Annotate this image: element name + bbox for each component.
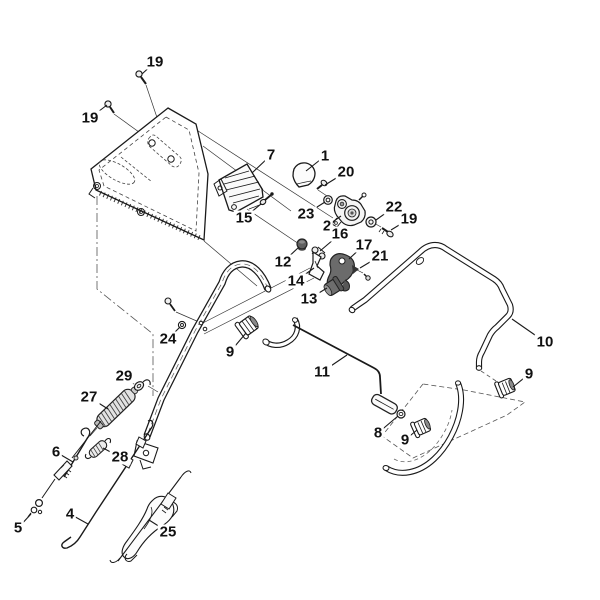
part-label-28: 28 xyxy=(109,448,131,466)
part-label-23: 23 xyxy=(295,205,317,223)
part-label-5: 5 xyxy=(11,519,25,537)
bail-end-cap xyxy=(348,306,356,314)
part-label-10: 10 xyxy=(534,333,556,351)
dash-dot-axis xyxy=(96,196,154,396)
part-label-17: 17 xyxy=(353,236,375,254)
part-label-19: 19 xyxy=(398,210,420,228)
part-29-hook xyxy=(133,379,151,391)
part-14-bracket xyxy=(308,250,325,281)
part-label-9: 9 xyxy=(223,343,237,361)
part-label-6: 6 xyxy=(49,443,63,461)
lower-handle-tube xyxy=(382,380,465,476)
part-11-rod xyxy=(262,317,398,415)
part-label-12: 12 xyxy=(272,253,294,271)
part-23-ring xyxy=(323,195,333,205)
part-12-nut xyxy=(296,238,308,251)
leader-lines xyxy=(17,61,546,533)
panel-latch xyxy=(88,187,96,199)
part-19-screw-c xyxy=(378,227,394,238)
part-21-clip xyxy=(352,265,371,281)
part-5-cable xyxy=(27,420,102,518)
tube-hole xyxy=(198,320,204,326)
part-label-27: 27 xyxy=(78,388,100,406)
part-8-bushing xyxy=(396,409,406,419)
tube-hole xyxy=(202,326,208,332)
part-label-14: 14 xyxy=(285,272,307,290)
grip-end-cap xyxy=(264,285,272,293)
part-19-screw-b xyxy=(104,100,115,114)
part-label-7: 7 xyxy=(264,146,278,164)
part-label-29: 29 xyxy=(113,367,135,385)
part-label-16: 16 xyxy=(329,225,351,243)
panel-boss xyxy=(139,210,143,214)
part-label-24: 24 xyxy=(157,330,179,348)
part-13-bushing xyxy=(323,275,345,296)
reference-lines xyxy=(96,196,526,463)
part-24-screw-washer xyxy=(164,297,187,330)
upper-handle-tube xyxy=(133,260,272,470)
part-label-4: 4 xyxy=(63,505,77,523)
part-label-11: 11 xyxy=(312,363,332,381)
part-label-22: 22 xyxy=(383,198,405,216)
tube-hidden-dashed xyxy=(393,409,453,463)
part-label-13: 13 xyxy=(298,290,320,308)
part-label-9: 9 xyxy=(522,365,536,383)
part-9-bushing-b xyxy=(410,417,432,439)
part-label-20: 20 xyxy=(335,163,357,181)
part-label-1: 1 xyxy=(318,147,332,165)
part-7-bracket xyxy=(213,163,264,213)
bail-sleeve-mark xyxy=(415,257,425,265)
part-25-rod xyxy=(109,470,192,563)
panel-screw-hole xyxy=(167,155,175,163)
part-28-spring xyxy=(84,438,112,459)
part-22-washer xyxy=(365,216,377,228)
bail-assembly-dashed xyxy=(480,370,500,384)
panel-slot-dashed xyxy=(147,134,182,168)
part-9-bushing-a xyxy=(234,315,259,340)
bail-end-cap xyxy=(475,365,483,371)
part-label-19: 19 xyxy=(144,53,166,71)
part-label-15: 15 xyxy=(233,209,255,227)
panel-inner-dashed xyxy=(98,116,200,232)
part-10-bail-bar xyxy=(348,241,514,371)
panel-outline xyxy=(90,107,209,241)
part-label-25: 25 xyxy=(157,523,179,541)
panel-rib-dashed xyxy=(120,156,153,183)
panel-boss xyxy=(93,182,101,190)
panel-screw-hole xyxy=(148,139,156,147)
console-panel xyxy=(88,107,209,241)
part-9-bushing-c xyxy=(494,377,516,399)
part-label-21: 21 xyxy=(369,247,391,265)
part-label-8: 8 xyxy=(371,424,385,442)
part-label-9: 9 xyxy=(398,431,412,449)
part-19-screw-a xyxy=(135,70,147,85)
part-2-housing xyxy=(331,192,367,228)
lower-mount-bracket xyxy=(121,495,178,562)
panel-boss xyxy=(137,208,145,216)
part-label-19: 19 xyxy=(79,109,101,127)
panel-oval-dashed xyxy=(98,159,136,185)
panel-boss xyxy=(95,184,99,188)
part-27-spring xyxy=(94,386,139,430)
